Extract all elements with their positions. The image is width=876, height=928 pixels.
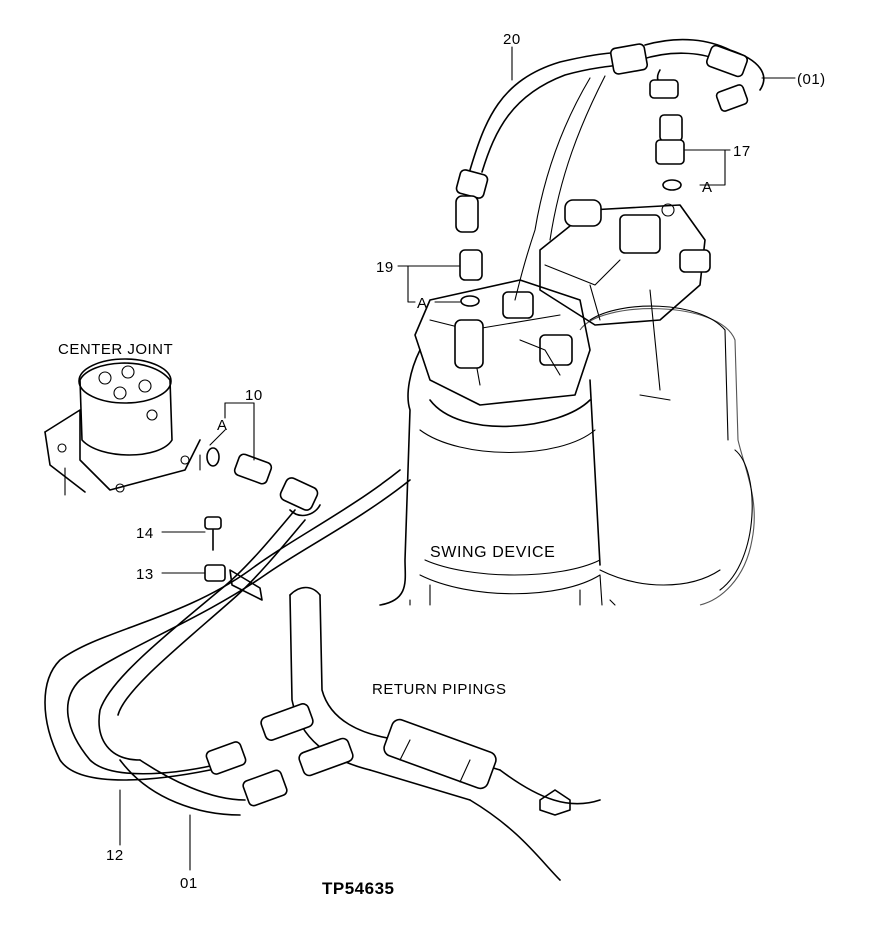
return-pipings-drawing <box>260 586 601 881</box>
callout-01-ref: (01) <box>797 71 826 88</box>
fitting-19-drawing <box>459 249 483 307</box>
callout-12: 12 <box>106 847 124 864</box>
figure-code: TP54635 <box>322 879 395 898</box>
callout-a-19: A <box>417 295 428 312</box>
callout-19: 19 <box>376 259 394 276</box>
callout-10: 10 <box>245 387 263 404</box>
swing-device-drawing <box>379 199 755 606</box>
label-return-pipings: RETURN PIPINGS <box>372 681 507 698</box>
callout-17: 17 <box>733 143 751 160</box>
callout-a-17: A <box>702 179 713 196</box>
hose-20-drawing <box>455 38 765 301</box>
fitting-17-drawing <box>655 114 685 217</box>
callout-a-10: A <box>217 417 228 434</box>
callout-13: 13 <box>136 566 154 583</box>
label-center-joint: CENTER JOINT <box>58 341 173 358</box>
center-joint-drawing <box>44 358 201 496</box>
hoses-12-01-drawing <box>44 447 411 816</box>
leader-lines <box>119 46 796 871</box>
callout-20: 20 <box>503 31 521 48</box>
callout-14: 14 <box>136 525 154 542</box>
callout-01: 01 <box>180 875 198 892</box>
label-swing-device: SWING DEVICE <box>430 544 555 561</box>
